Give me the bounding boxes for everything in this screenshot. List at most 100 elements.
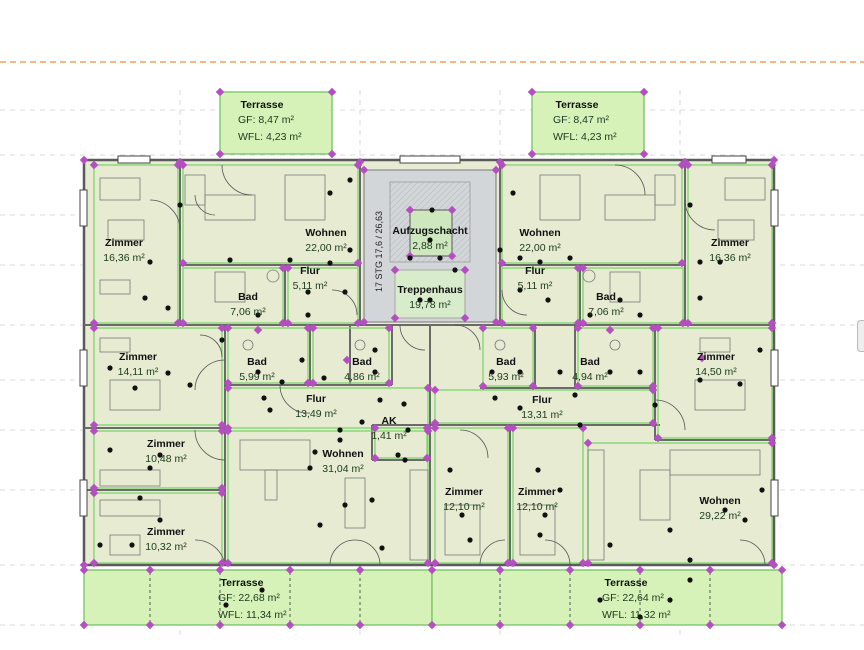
- vertex-marker: [173, 160, 183, 170]
- dimension-point: [667, 527, 673, 533]
- dimension-point: [401, 401, 407, 407]
- vertex-marker: [635, 620, 645, 630]
- room-area-bad-w1: 5,99 m²: [239, 371, 275, 383]
- vertex-marker: [89, 426, 99, 436]
- dimension-point: [597, 597, 603, 603]
- vertex-marker: [215, 87, 225, 97]
- vertex-marker: [178, 318, 188, 328]
- terrace-north-east: [531, 91, 645, 155]
- vertex-marker: [423, 383, 433, 393]
- room-name-flur-sw: Flur: [306, 393, 326, 405]
- vertex-marker: [217, 483, 227, 493]
- room-name-terrasse-nw: Terrasse: [240, 99, 283, 111]
- room-name-wohnen-nw: Wohnen: [305, 227, 346, 239]
- room-area-zimmer-c2: 12,10 m²: [516, 501, 558, 513]
- vertex-marker: [565, 620, 575, 630]
- vertex-markers: [79, 87, 787, 630]
- dimension-point: [759, 487, 765, 493]
- room-name-zimmer-ne: Zimmer: [711, 237, 749, 249]
- vertex-marker: [405, 205, 415, 215]
- dimension-point: [577, 422, 583, 428]
- vertex-marker: [460, 265, 470, 275]
- dimension-point: [347, 247, 353, 253]
- dimension-point: [107, 447, 113, 453]
- room-name-wohnen-se: Wohnen: [699, 495, 740, 507]
- vertex-marker: [578, 263, 588, 273]
- vertex-marker: [430, 385, 440, 395]
- room-name-wohnen-ne: Wohnen: [519, 227, 560, 239]
- dimension-point: [427, 237, 433, 243]
- vertex-marker: [648, 323, 658, 333]
- dimension-point: [337, 427, 343, 433]
- dimension-point: [517, 405, 523, 411]
- dimension-point: [97, 542, 103, 548]
- dimension-point: [637, 312, 643, 318]
- vertex-marker: [497, 318, 507, 328]
- dimension-point: [372, 347, 378, 353]
- vertex-marker: [430, 558, 440, 568]
- vertex-marker: [303, 378, 313, 388]
- dimension-point: [342, 289, 348, 295]
- vertex-marker: [503, 558, 513, 568]
- room-name-bad-w1: Bad: [247, 356, 267, 368]
- vertex-marker: [427, 565, 437, 575]
- side-panel-handle[interactable]: [857, 320, 864, 352]
- vertex-marker: [327, 149, 337, 159]
- room-area-terrasse-se: GF: 22,64 m²: [602, 592, 664, 604]
- room-area-zimmer-c1: 12,10 m²: [443, 501, 485, 513]
- vertex-marker: [653, 323, 663, 333]
- room-area-zimmer-w3: 10,32 m²: [145, 541, 187, 553]
- vertex-marker: [495, 565, 505, 575]
- dimension-point: [492, 395, 498, 401]
- dimension-point: [267, 407, 273, 413]
- vertex-marker: [528, 323, 538, 333]
- vertex-marker: [353, 318, 363, 328]
- vertex-marker: [353, 160, 363, 170]
- dimension-point: [165, 305, 171, 311]
- dimension-point: [299, 357, 305, 363]
- room-name-bad-nw: Bad: [238, 291, 258, 303]
- dimension-point: [510, 190, 516, 196]
- room-area-bad-e2: 4,94 m²: [572, 371, 608, 383]
- dimension-point: [147, 259, 153, 265]
- vertex-marker: [359, 317, 369, 327]
- room-area-wohnen-sw: 31,04 m²: [322, 463, 364, 475]
- room-name-bad-ne: Bad: [596, 291, 616, 303]
- vertex-marker: [390, 313, 400, 323]
- vertex-marker: [578, 558, 588, 568]
- dimension-point: [697, 295, 703, 301]
- vertex-marker: [327, 87, 337, 97]
- vertex-marker: [769, 560, 779, 570]
- dimension-point: [517, 287, 523, 293]
- vertex-marker: [491, 317, 501, 327]
- vertex-marker: [528, 381, 538, 391]
- dimension-point: [327, 260, 333, 266]
- room-area-bad-w2: 4,86 m²: [344, 371, 380, 383]
- vertex-marker: [308, 378, 318, 388]
- vertex-marker: [767, 438, 777, 448]
- room-area-terrasse-ne: WFL: 4,23 m²: [553, 131, 617, 143]
- dimension-point: [342, 502, 348, 508]
- vertex-marker: [491, 165, 501, 175]
- dimension-point: [157, 452, 163, 458]
- vertex-marker: [648, 418, 658, 428]
- dimension-point: [327, 190, 333, 196]
- room-name-zimmer-c1: Zimmer: [445, 486, 483, 498]
- windows: [79, 155, 779, 517]
- vertex-marker: [573, 381, 583, 391]
- stair-annotation: 17 STG 17,6 / 26,63: [374, 211, 384, 292]
- vertex-marker: [422, 453, 432, 463]
- dimension-point: [177, 202, 183, 208]
- vertex-marker: [217, 488, 227, 498]
- dimension-point: [261, 395, 267, 401]
- vertex-marker: [777, 565, 787, 575]
- dimension-point: [287, 257, 293, 263]
- vertex-marker: [223, 323, 233, 333]
- room-name-zimmer-e1: Zimmer: [697, 351, 735, 363]
- dimension-point: [687, 557, 693, 563]
- vertex-marker: [447, 205, 457, 215]
- vertex-marker: [217, 420, 227, 430]
- dimension-point: [405, 427, 411, 433]
- vertex-marker: [705, 565, 715, 575]
